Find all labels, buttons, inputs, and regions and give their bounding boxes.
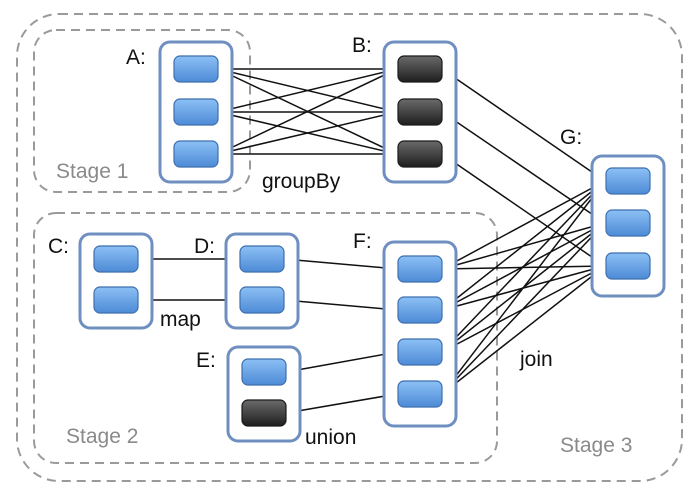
rdd-G-label: G:	[560, 126, 582, 149]
edge-F4-G3	[441, 265, 606, 395]
rdd-B-partition-3	[397, 140, 443, 168]
rdd-nodes	[78, 40, 666, 443]
edge-A3-B2	[217, 109, 399, 155]
rdd-F	[382, 240, 458, 428]
edge-E1-F3	[285, 348, 399, 373]
edge-E2-F4	[285, 390, 399, 414]
labels: Stage 1 Stage 2 Stage 3 A: B: C: D: E: F…	[48, 34, 632, 457]
rdd-F-partition-2	[397, 296, 443, 324]
edge-F4-G2	[441, 222, 606, 395]
edge-F3-G1	[441, 180, 606, 353]
rdd-C	[78, 232, 154, 330]
edge-B1-G1	[441, 68, 606, 182]
edge-F2-G1	[441, 180, 606, 311]
stage-3-boundary	[16, 13, 683, 482]
edge-F1-G1	[441, 180, 606, 270]
stage-3-label: Stage 3	[560, 434, 632, 457]
rdd-A-partition-3	[173, 140, 219, 168]
edge-D1-F1	[283, 258, 399, 274]
rdd-C-partition-2	[93, 286, 139, 314]
rdd-B-partition-2	[397, 98, 443, 126]
rdd-A-partition-2	[173, 98, 219, 126]
rdd-D	[224, 232, 300, 330]
rdd-E-partition-2	[241, 399, 287, 427]
rdd-B-partition-1	[397, 55, 443, 83]
stage-2-label: Stage 2	[66, 425, 138, 448]
rdd-F-partition-3	[397, 338, 443, 366]
rdd-C-partition-1	[93, 245, 139, 273]
stage-boxes	[16, 13, 683, 482]
rdd-G-partition-2	[605, 209, 651, 237]
op-groupby-label: groupBy	[262, 170, 341, 193]
rdd-A	[158, 40, 234, 184]
rdd-E-label: E:	[196, 349, 216, 372]
edge-F4-G1	[441, 180, 606, 395]
op-union-label: union	[305, 426, 356, 449]
rdd-F-partition-1	[397, 255, 443, 283]
rdd-F-partition-4	[397, 380, 443, 408]
rdd-F-label: F:	[353, 230, 372, 253]
edge-D2-F2	[283, 299, 399, 315]
rdd-D-partition-1	[239, 245, 285, 273]
rdd-B	[382, 40, 458, 184]
op-map-label: map	[160, 308, 201, 331]
rdd-D-partition-2	[239, 286, 285, 314]
rdd-G-partition-1	[605, 167, 651, 195]
rdd-D-label: D:	[194, 235, 215, 258]
rdd-E-partition-1	[241, 358, 287, 386]
rdd-C-label: C:	[48, 235, 69, 258]
edge-A3-B1	[217, 68, 398, 155]
stage-1-label: Stage 1	[56, 160, 128, 183]
rdd-G-partition-3	[605, 252, 651, 280]
stage-2-boundary	[33, 212, 498, 464]
rdd-A-label: A:	[126, 46, 146, 69]
rdd-E	[226, 345, 302, 443]
rdd-A-partition-1	[173, 55, 219, 83]
op-join-label: join	[519, 348, 553, 371]
rdd-B-label: B:	[352, 34, 372, 57]
dependency-edges	[138, 63, 607, 414]
edge-B3-G3	[441, 153, 606, 267]
edge-B2-G2	[441, 111, 606, 224]
rdd-G	[590, 154, 666, 298]
edge-A2-B1	[217, 66, 399, 113]
rdd-F-container	[382, 240, 458, 428]
